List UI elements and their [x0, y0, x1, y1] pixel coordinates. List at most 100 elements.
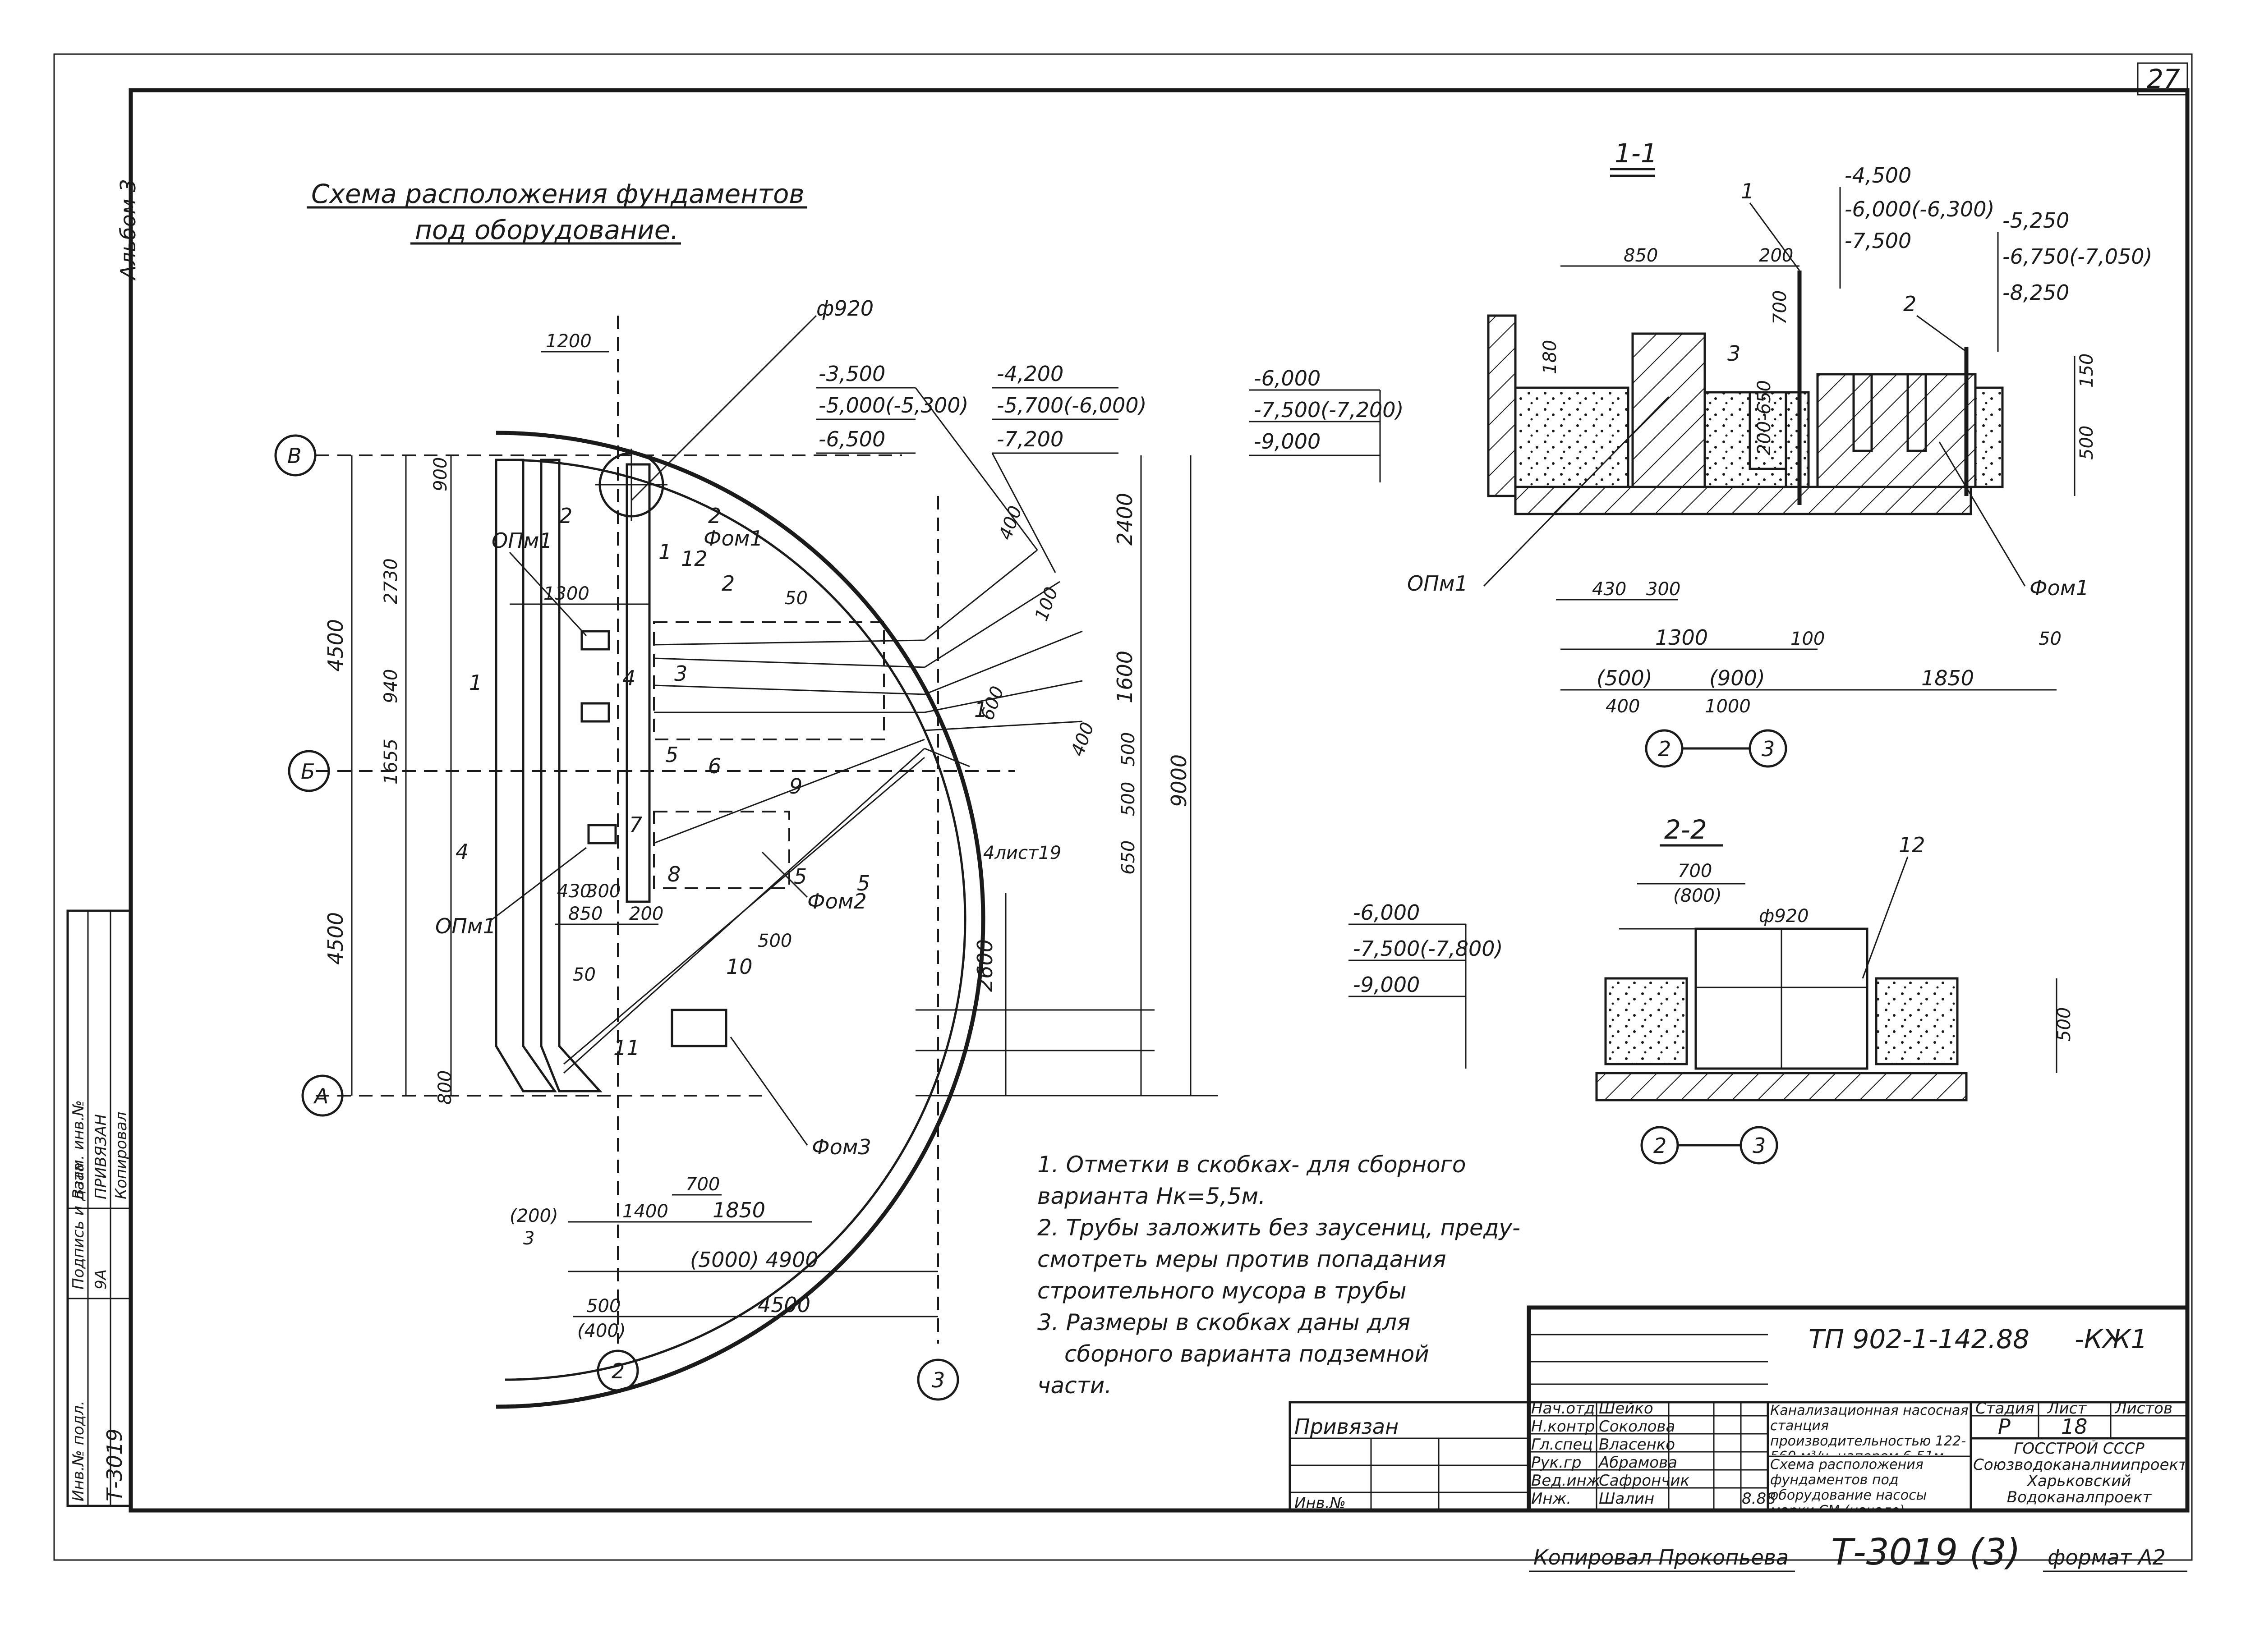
s11-elev-a2: -6,000(-6,300) — [1845, 197, 1994, 221]
note-line-5: строительного мусора в трубы — [1037, 1278, 1407, 1304]
stamp-doc-suffix: -КЖ1 — [2075, 1324, 2147, 1354]
s22-elev-1: -6,000 — [1353, 900, 1420, 925]
section-2-2-title: 2-2 — [1664, 814, 1707, 845]
section-mark-1-right: 1 — [974, 698, 987, 722]
dim-1850-bottom: 1850 — [713, 1198, 765, 1222]
s11-dim-900-paren: (900) — [1709, 666, 1765, 690]
stamp-date: 8.88 — [1742, 1490, 1776, 1508]
s22-fill-left — [1604, 977, 1688, 1065]
section-mark-1-left: 1 — [469, 670, 482, 695]
dim-1300: 1300 — [543, 583, 589, 604]
anchor-box-2 — [580, 702, 610, 723]
stamp-role-2: Н.контр — [1531, 1418, 1595, 1436]
s22-base — [1595, 1072, 1968, 1101]
section-1-1-block-fom1 — [1816, 373, 1977, 488]
dim-940: 940 — [381, 669, 401, 703]
s11-dim-1300: 1300 — [1655, 625, 1708, 650]
well-wall-inner — [505, 459, 966, 1381]
note-line-4: смотреть меры против попадания — [1037, 1246, 1446, 1272]
callout-8: 8 — [667, 862, 681, 886]
s11-dim-50: 50 — [2039, 629, 2062, 649]
dim-500-a: 500 — [1118, 732, 1139, 766]
left-stamp-vzam: Взам. инв.№ — [69, 1100, 87, 1199]
axis-bubble-2 — [597, 1349, 639, 1392]
callout-1: 1 — [658, 540, 672, 564]
s11-elev-a1: -4,500 — [1845, 163, 1911, 188]
stamp-sheet-no: 18 — [2061, 1414, 2088, 1439]
left-stamp-copied: Копировал — [112, 1112, 130, 1199]
s11-callout-2: 2 — [1903, 292, 1916, 316]
stamp-role-1: Нач.отд — [1531, 1400, 1595, 1418]
elev-right-3: -9,000 — [1254, 429, 1321, 454]
inner-frame — [129, 88, 2190, 1513]
stamp-name-6: Шалин — [1599, 1490, 1654, 1508]
s11-axis-bubble-3 — [1749, 729, 1787, 768]
stamp-role-4: Рук.гр — [1531, 1454, 1581, 1472]
stamp-name-2: Соколова — [1599, 1418, 1675, 1436]
section-1-1-fill-left — [1514, 386, 1629, 488]
note-line-2: варианта Нк=5,5м. — [1037, 1183, 1266, 1209]
foundation-plan: Схема расположения фундаментов под обору… — [274, 179, 1404, 1409]
s11-dim-700: 700 — [1770, 290, 1790, 325]
left-stamp-privyazan: ПРИВЯЗАН — [92, 1114, 110, 1199]
left-margin-stamp: Т-3019 Инв.№ подл. Подпись и дата Взам. … — [66, 909, 132, 1507]
left-stamp-signature: Подпись и дата — [69, 1162, 87, 1289]
s11-callout-3: 3 — [1727, 341, 1740, 366]
stamp-sheet-header: Лист — [2047, 1400, 2087, 1418]
well-wall-outer — [496, 431, 985, 1409]
s11-dim-300: 300 — [1646, 579, 1680, 600]
s22-fill-right — [1875, 977, 1959, 1065]
dim-1200: 1200 — [546, 331, 592, 352]
dim-3: 3 — [523, 1228, 534, 1249]
page-number: 27 — [2147, 64, 2180, 94]
stamp-inv-no: Инв.№ — [1294, 1494, 1346, 1512]
format-label: формат А2 — [2048, 1545, 2166, 1569]
elev-mid-3: -7,200 — [997, 427, 1063, 451]
note-line-6: 3. Размеры в скобках даны для — [1037, 1309, 1410, 1335]
wall-column — [495, 459, 557, 1092]
dim-4500-bottom: 4500 — [323, 912, 348, 965]
dim-650: 650 — [1118, 840, 1139, 875]
stamp-name-5: Сафрончик — [1599, 1472, 1689, 1490]
axis-bubble-b — [288, 750, 330, 792]
dim-1600: 1600 — [1113, 651, 1137, 703]
section-mark-4-left: 4 — [456, 840, 469, 864]
s11-callout-1: 1 — [1741, 179, 1754, 203]
s11-dim-500-paren: (500) — [1597, 666, 1652, 690]
s22-dim-d920: ф920 — [1759, 906, 1809, 927]
outer-frame — [53, 53, 2193, 1561]
section-1-1: 1-1 850 200 700 180 200-650 150 500 1 2 … — [1407, 138, 2152, 768]
plan-title-line1: Схема расположения фундаментов — [311, 179, 805, 209]
s11-label-fom1: Фом1 — [2030, 576, 2089, 600]
stamp-stage-header: Стадия — [1975, 1400, 2034, 1418]
stamp-role-6: Инж. — [1531, 1490, 1571, 1508]
axis-label-v: В — [287, 444, 302, 468]
section-1-1-base — [1514, 486, 1972, 515]
axis-bubble-3 — [917, 1358, 959, 1401]
s11-dim-180: 180 — [1540, 340, 1560, 374]
dim-500-b: 500 — [1118, 782, 1139, 816]
dim-850: 850 — [568, 904, 603, 924]
dim-900: 900 — [430, 457, 451, 491]
dim-50-top: 50 — [785, 588, 808, 609]
s11-dim-430: 430 — [1592, 579, 1626, 600]
dim-800: 800 — [435, 1070, 456, 1105]
callout-9: 9 — [789, 774, 802, 798]
callout-5: 5 — [665, 743, 678, 767]
stamp-doc-code: ТП 902-1-142.88 — [1809, 1324, 2030, 1354]
s22-dim-500: 500 — [2054, 1007, 2075, 1042]
dim-1655: 1655 — [381, 739, 401, 785]
plan-title-line2: под оборудование. — [415, 215, 679, 245]
s11-axis-3: 3 — [1762, 737, 1775, 761]
s11-dim-400: 400 — [1606, 696, 1640, 717]
s11-elev-b1: -5,250 — [2002, 208, 2069, 233]
elev-right-1: -6,000 — [1254, 366, 1321, 390]
dim-2600: 2600 — [973, 939, 997, 992]
callout-4: 4 — [622, 666, 635, 690]
label-fom2: Фом2 — [807, 889, 867, 913]
stamp-sheet-title: Схема расположения фундаментов под обору… — [1770, 1457, 1927, 1509]
privyazan-box — [1289, 1401, 1530, 1512]
note-line-3: 2. Трубы заложить без заусениц, преду- — [1037, 1215, 1520, 1241]
left-stamp-archive: Т-3019 — [102, 1428, 127, 1501]
